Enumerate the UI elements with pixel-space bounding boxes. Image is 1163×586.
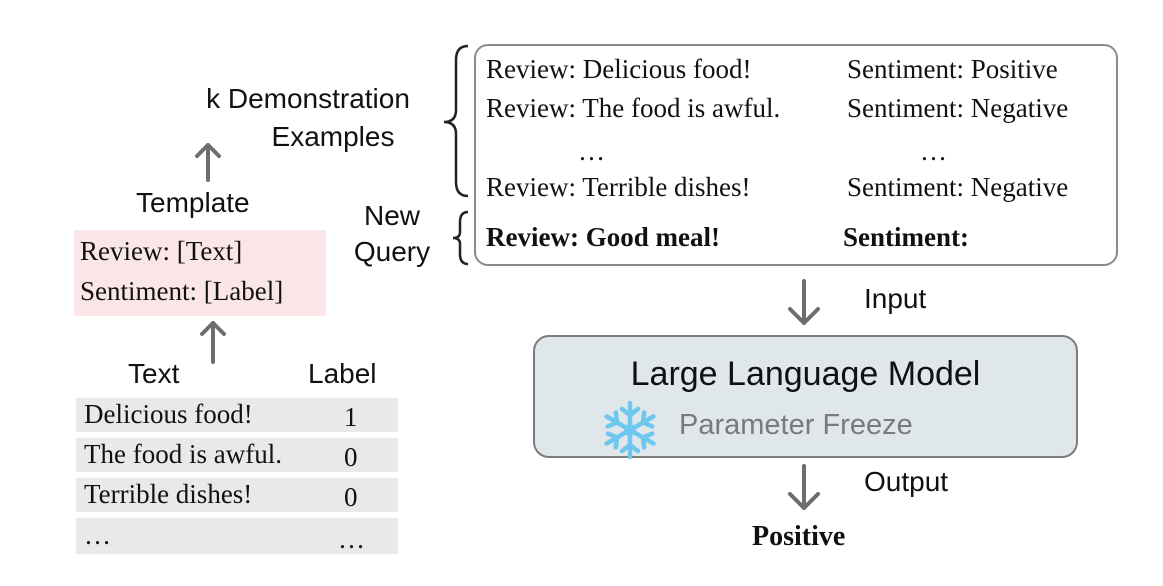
- template-label: Template: [136, 187, 250, 218]
- row-label: 1: [344, 402, 358, 432]
- arrow-up-to-template: [200, 321, 226, 364]
- row-text: Delicious food!: [84, 399, 253, 429]
- demo-label-line: Examples: [271, 121, 395, 152]
- demonstration-examples-label: k Demonstration Examples: [188, 80, 428, 156]
- template-line: Sentiment: [Label]: [80, 276, 284, 306]
- query-brace: [452, 210, 469, 266]
- new-query-label: New Query: [340, 198, 444, 270]
- demo-sentiment: Sentiment: Negative: [847, 172, 1069, 202]
- arrow-up-to-demonstrations: [195, 143, 221, 182]
- prompt-panel: [474, 44, 1118, 266]
- demo-review: Review: The food is awful.: [486, 93, 781, 123]
- input-label: Input: [864, 283, 927, 314]
- table-row: The food is awful. 0: [76, 438, 398, 472]
- table-row: … …: [76, 518, 398, 554]
- demo-label-line: k Demonstration: [206, 83, 410, 114]
- output-result: Positive: [752, 521, 846, 552]
- template-line: Review: [Text]: [80, 236, 243, 266]
- demo-ellipsis: …: [578, 136, 605, 166]
- demo-sentiment: Sentiment: Positive: [847, 54, 1058, 84]
- row-label: 0: [344, 482, 358, 512]
- llm-box: Large Language Model Parameter Freeze: [533, 335, 1078, 458]
- row-text: The food is awful.: [84, 439, 282, 469]
- arrow-down-output: [788, 464, 820, 510]
- output-label: Output: [864, 466, 949, 497]
- model-subtitle: Parameter Freeze: [679, 409, 913, 441]
- query-review: Review: Good meal!: [486, 222, 720, 252]
- demo-review: Review: Terrible dishes!: [486, 172, 751, 202]
- new-query-label-line: Query: [353, 236, 431, 267]
- table-header-label: Label: [308, 358, 377, 389]
- demo-review: Review: Delicious food!: [486, 54, 752, 84]
- row-label: …: [338, 524, 365, 554]
- arrow-down-input: [788, 279, 820, 325]
- row-label: 0: [344, 442, 358, 472]
- snowflake-icon: [604, 400, 656, 460]
- table-row: Delicious food! 1: [76, 398, 398, 432]
- table-row: Terrible dishes! 0: [76, 478, 398, 512]
- row-text: Terrible dishes!: [84, 479, 253, 509]
- template-box: Review: [Text] Sentiment: [Label]: [74, 230, 326, 316]
- table-header-text: Text: [128, 358, 180, 389]
- demonstrations-brace: [443, 44, 469, 198]
- demo-sentiment: Sentiment: Negative: [847, 93, 1069, 123]
- demo-ellipsis: …: [920, 136, 947, 166]
- row-text: …: [84, 520, 111, 550]
- new-query-label-line: New: [363, 200, 420, 231]
- model-title: Large Language Model: [630, 355, 981, 393]
- query-sentiment: Sentiment:: [843, 222, 969, 252]
